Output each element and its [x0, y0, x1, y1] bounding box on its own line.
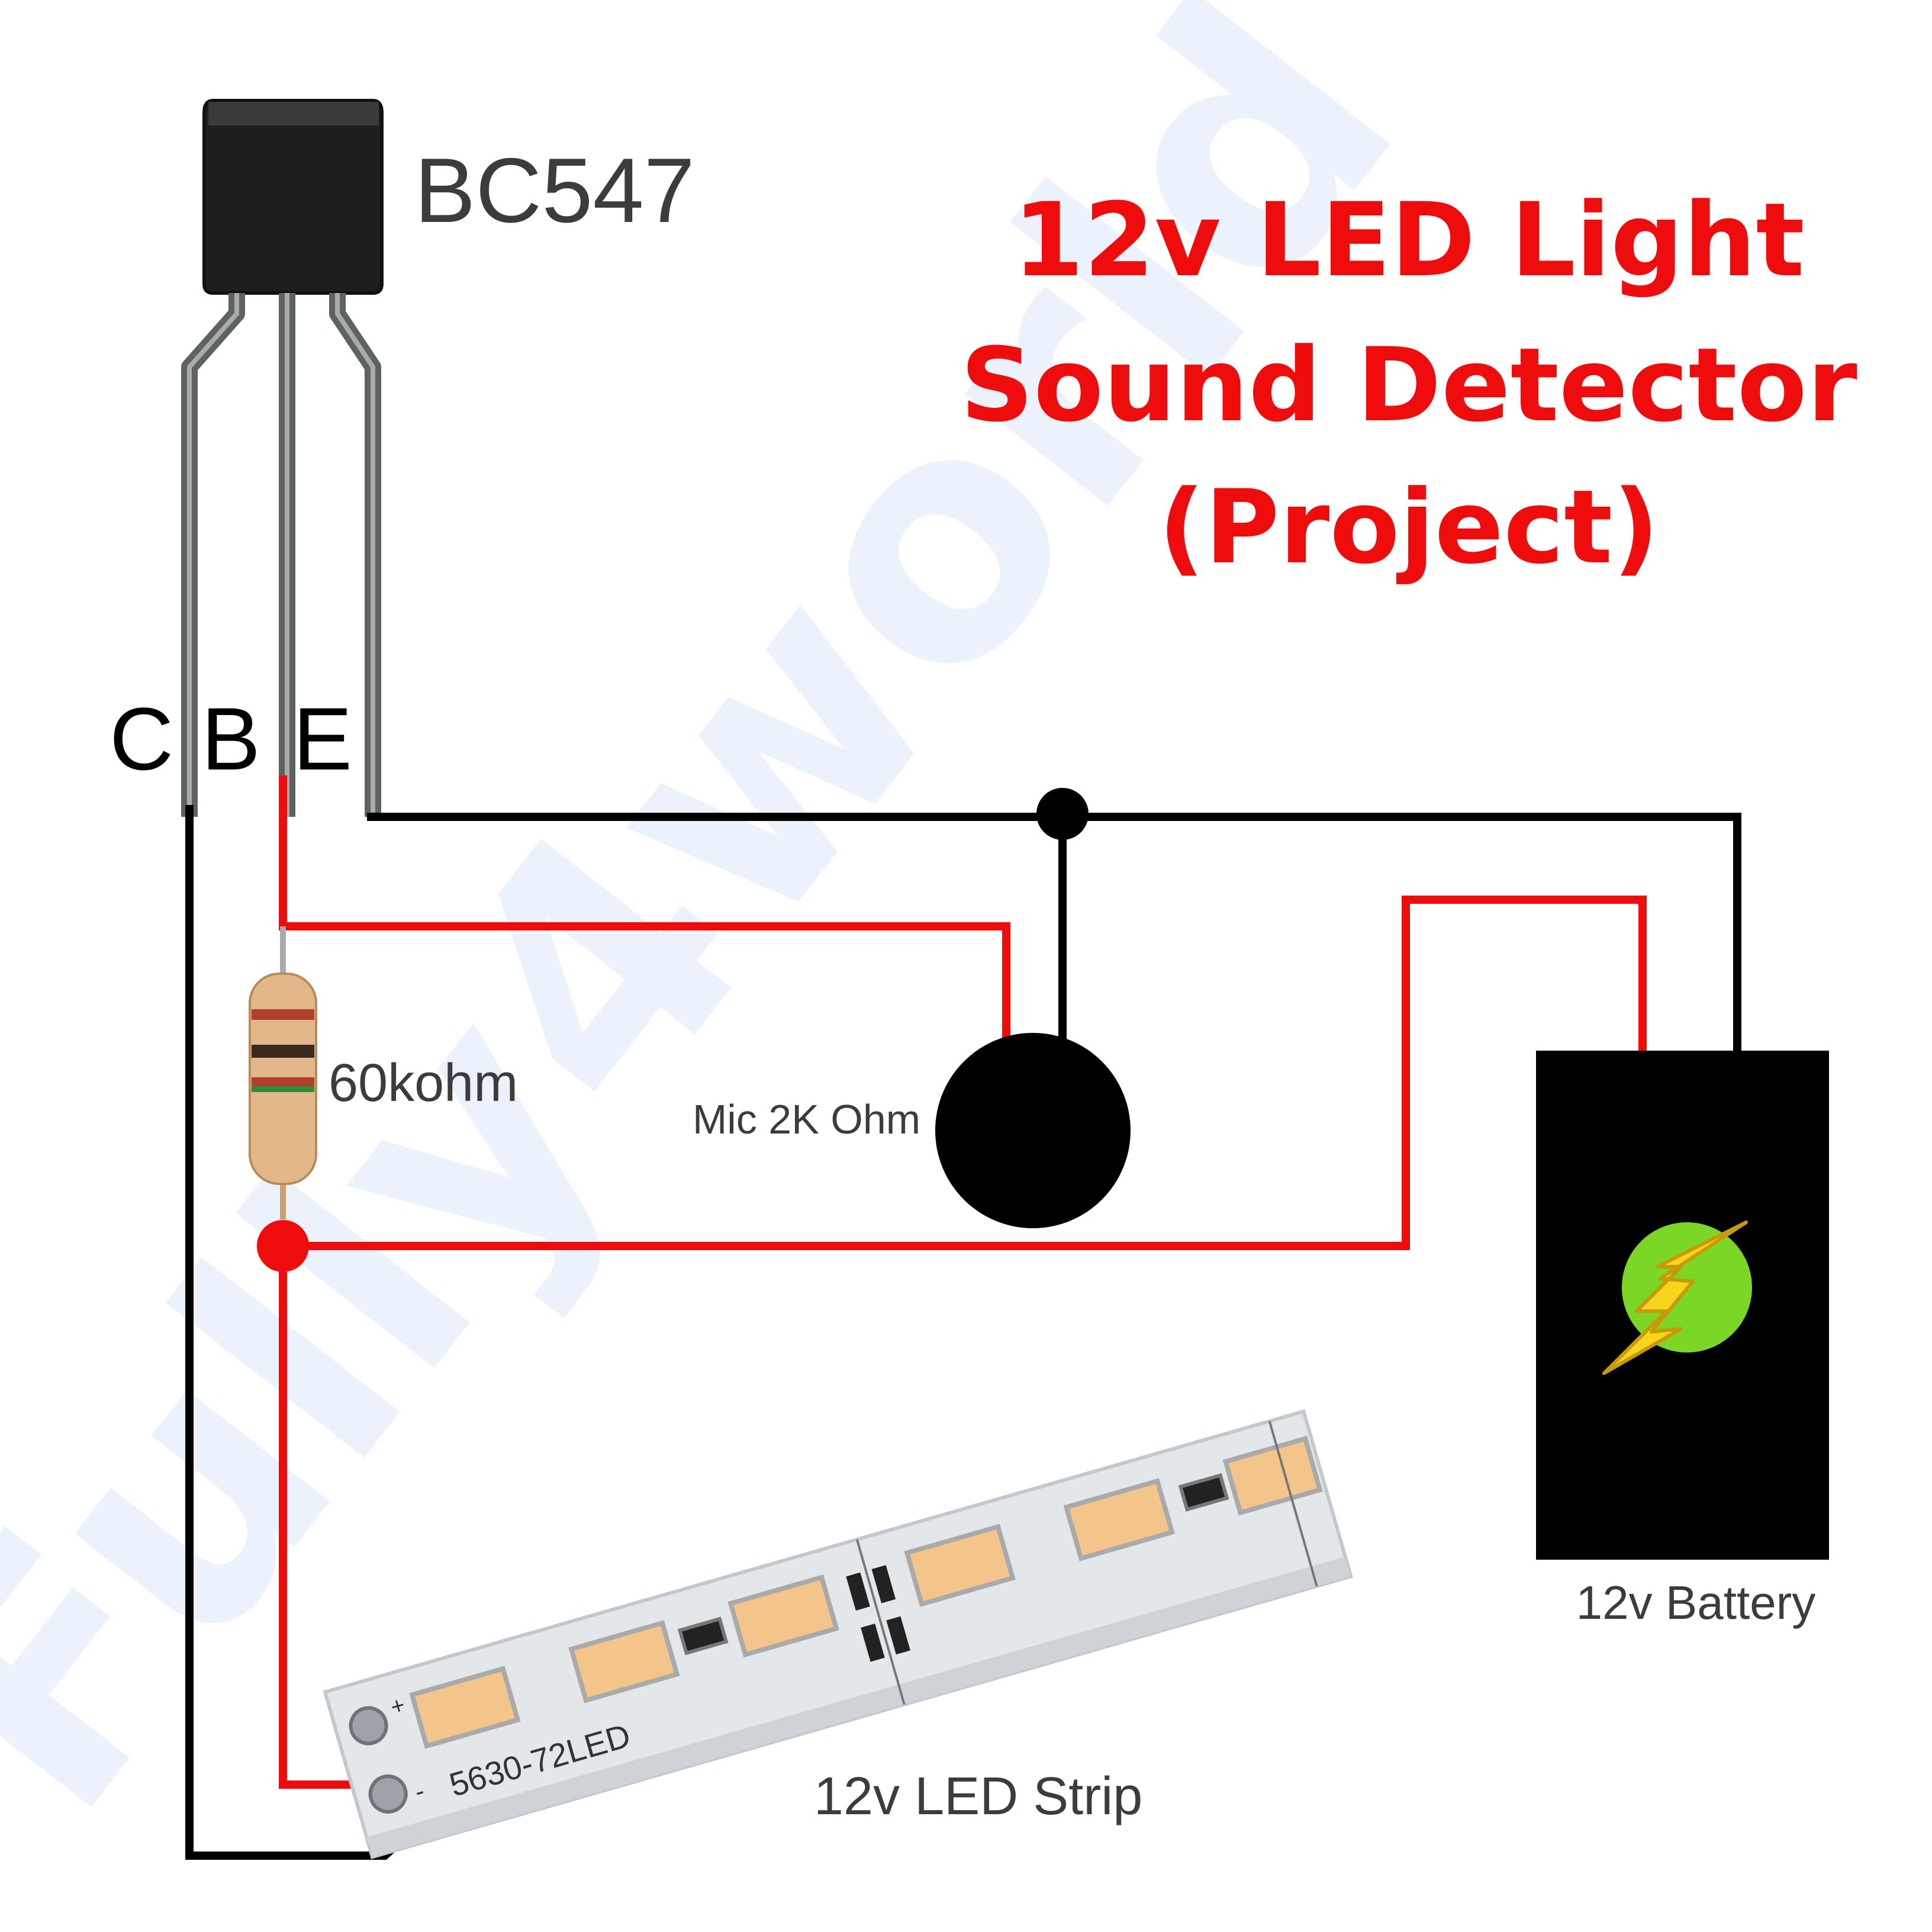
transistor-top-face: [208, 102, 379, 125]
title-line-3: (Project): [1158, 468, 1659, 587]
led-strip-label: 12v LED Strip: [814, 1767, 1142, 1826]
lightning-bolt-icon: [1602, 1221, 1748, 1375]
title-block: 12v LED Light Sound Detector (Project): [960, 181, 1857, 587]
cut-line: [855, 1539, 906, 1705]
transistor-bc547: BC547 C B E: [110, 99, 695, 817]
emitter-ground-wire: [367, 813, 1741, 1051]
resistor-band-1: [252, 1009, 314, 1020]
mic-label: Mic 2K Ohm: [693, 1096, 920, 1142]
smd-resistor: [677, 1617, 729, 1656]
base-wire: [279, 775, 1010, 1042]
pad-minus: [368, 1774, 408, 1814]
junction-dot-ground: [1036, 788, 1089, 840]
led-chip: [409, 1666, 521, 1749]
led-chip: [727, 1574, 839, 1658]
pin-label-b: B: [201, 689, 260, 788]
resistor-band-3: [252, 1077, 314, 1087]
junction-dot-positive: [257, 1220, 309, 1272]
led-positive-wire: [279, 1246, 370, 1789]
title-line-1: 12v LED Light: [1013, 181, 1804, 300]
pin-label-e: E: [293, 689, 352, 788]
mic-body: [935, 1033, 1131, 1228]
pad-plus: [349, 1706, 388, 1746]
title-line-2: Sound Detector: [960, 326, 1857, 445]
resistor-60kohm: 60kohm: [249, 926, 518, 1219]
pin-label-c: C: [110, 689, 173, 788]
positive-wire: [283, 896, 1647, 1250]
resistor-band-4: [252, 1086, 314, 1092]
battery-12v: 12v Battery: [1536, 1051, 1829, 1629]
resistor-label: 60kohm: [329, 1054, 518, 1113]
led-chip: [568, 1620, 680, 1704]
microphone: Mic 2K Ohm: [693, 1033, 1131, 1228]
battery-label: 12v Battery: [1576, 1576, 1816, 1629]
led-chip: [1063, 1478, 1176, 1561]
led-strip: + - 5630-72LED 12v LED Strip: [323, 1409, 1354, 1860]
transistor-label: BC547: [414, 139, 695, 242]
transistor-body: [202, 99, 384, 295]
led-chip: [904, 1524, 1016, 1607]
resistor-band-2: [252, 1045, 314, 1058]
smd-resistor: [1178, 1473, 1229, 1512]
led-chip: [1222, 1435, 1323, 1516]
